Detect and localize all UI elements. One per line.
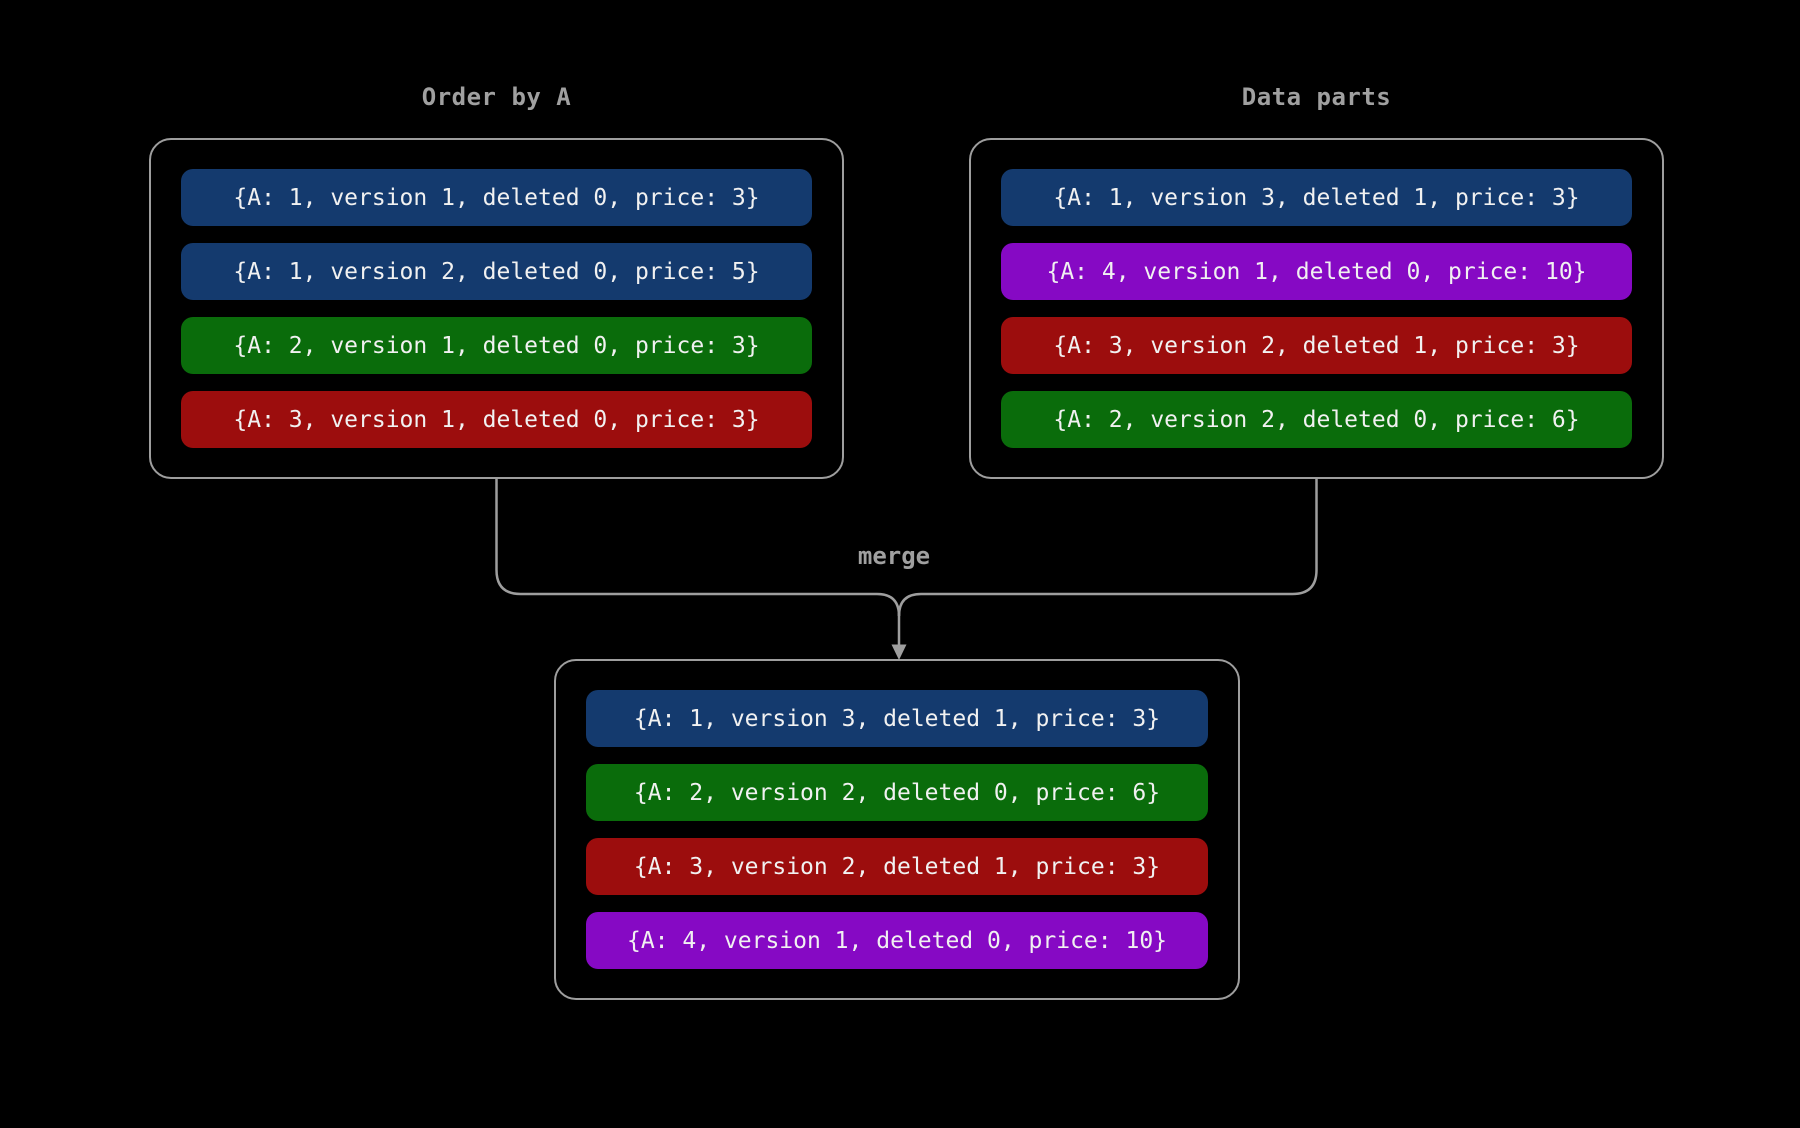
order-by-a-title: Order by A (421, 83, 572, 111)
record-row: {A: 2, version 1, deleted 0, price: 3} (181, 317, 812, 374)
merge-result-box: {A: 1, version 3, deleted 1, price: 3} {… (554, 659, 1240, 1000)
merge-label: merge (857, 542, 931, 570)
record-row: {A: 1, version 1, deleted 0, price: 3} (181, 169, 812, 226)
data-parts-title: Data parts (1241, 83, 1392, 111)
record-row: {A: 3, version 2, deleted 1, price: 3} (586, 838, 1208, 895)
order-by-a-box: {A: 1, version 1, deleted 0, price: 3} {… (149, 138, 844, 479)
record-row: {A: 4, version 1, deleted 0, price: 10} (586, 912, 1208, 969)
data-parts-box: {A: 1, version 3, deleted 1, price: 3} {… (969, 138, 1664, 479)
record-row: {A: 3, version 1, deleted 0, price: 3} (181, 391, 812, 448)
record-row: {A: 2, version 2, deleted 0, price: 6} (1001, 391, 1632, 448)
record-row: {A: 1, version 3, deleted 1, price: 3} (1001, 169, 1632, 226)
record-row: {A: 4, version 1, deleted 0, price: 10} (1001, 243, 1632, 300)
arrowhead-icon (891, 644, 907, 660)
record-row: {A: 1, version 3, deleted 1, price: 3} (586, 690, 1208, 747)
record-row: {A: 2, version 2, deleted 0, price: 6} (586, 764, 1208, 821)
record-row: {A: 3, version 2, deleted 1, price: 3} (1001, 317, 1632, 374)
record-row: {A: 1, version 2, deleted 0, price: 5} (181, 243, 812, 300)
